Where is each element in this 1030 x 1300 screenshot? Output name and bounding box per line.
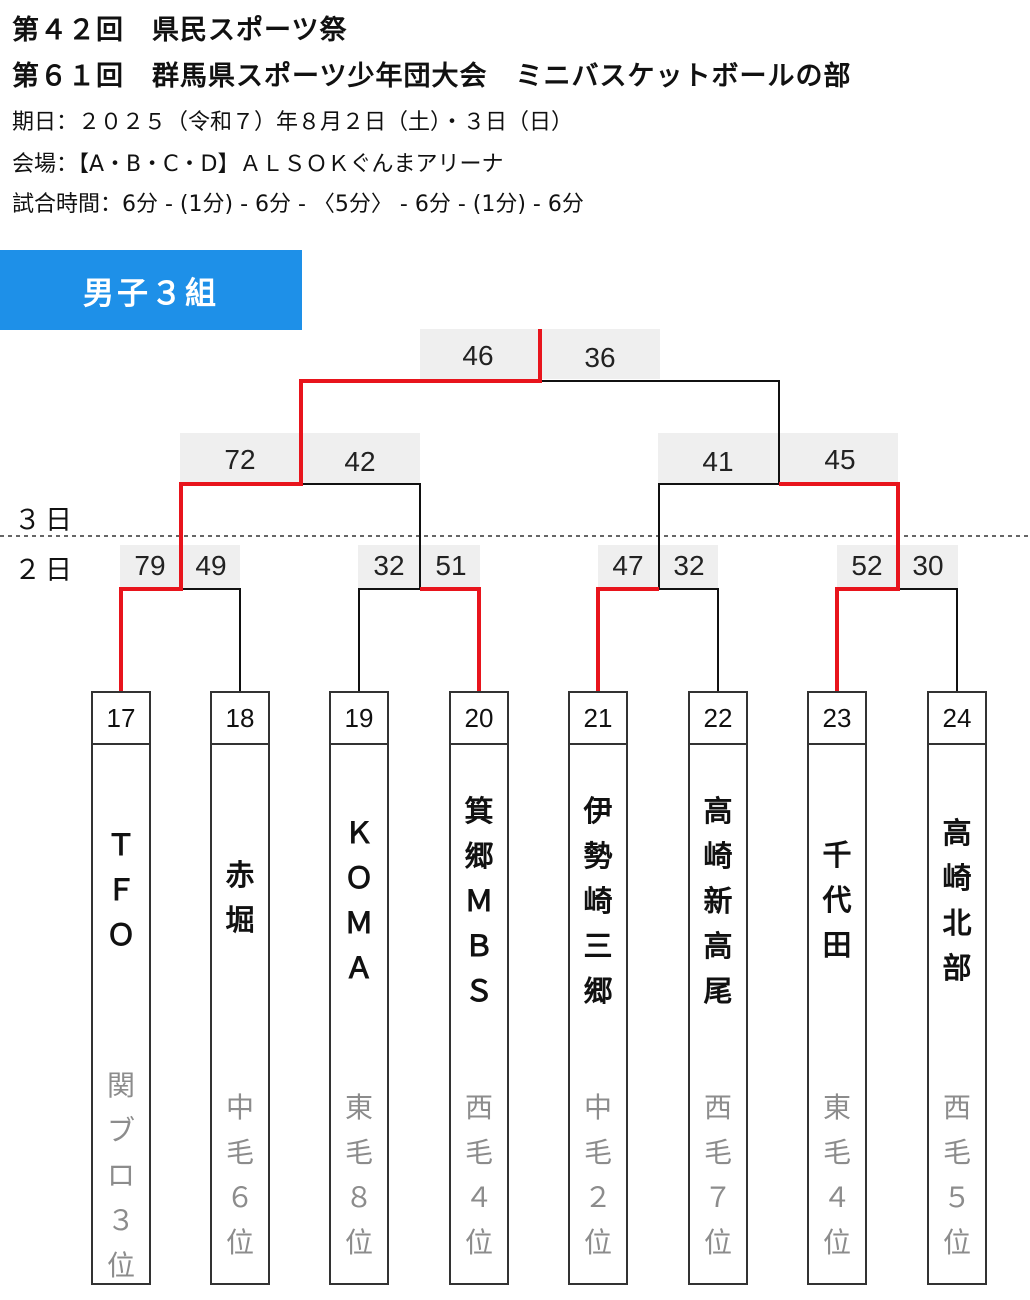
semifinal-left-score-a: 72 (224, 444, 256, 475)
r1-m1-score-a: 79 (134, 550, 166, 581)
group-label: 男子３組 (0, 250, 302, 330)
semifinal-right-score-a: 41 (702, 446, 734, 477)
title-line-1: 第４２回 県民スポーツ祭 (12, 15, 348, 46)
team-name: 赤堀 (225, 858, 255, 937)
event-venue: 会場：【A・B・C・D】ＡＬＳＯＫぐんまアリーナ (12, 152, 504, 177)
semifinal-right-score-b: 45 (824, 444, 856, 475)
event-date: 期日：２０２５（令和７）年８月２日（土）・３日（日） (12, 110, 574, 135)
day-label-3: ３日 (14, 505, 76, 536)
team-number: 18 (212, 693, 268, 745)
r1-m3-score-b: 32 (673, 550, 705, 581)
final-score-right: 36 (584, 342, 616, 373)
team-number: 19 (331, 693, 387, 745)
team-number: 21 (570, 693, 626, 745)
final-score-left: 46 (462, 340, 494, 371)
loser-path-r1-m2 (358, 588, 420, 691)
r1-m2-score-a: 32 (373, 550, 405, 581)
loser-path-r1-m1 (181, 588, 241, 691)
loser-path-r2-right (658, 483, 779, 589)
team-name: 伊勢崎三郷 (583, 794, 613, 1008)
team-number: 24 (929, 693, 985, 745)
winner-path-23 (779, 482, 900, 691)
winner-path-20 (420, 587, 481, 691)
team-name: 高崎北部 (942, 816, 972, 985)
loser-path-r1-m3 (659, 588, 719, 691)
team-number: 22 (690, 693, 746, 745)
team-number: 23 (809, 693, 865, 745)
day-label-2: ２日 (14, 555, 76, 586)
semifinal-left-score-b: 42 (344, 446, 376, 477)
winner-path-17 (119, 329, 542, 691)
r1-m4-score-a: 52 (851, 550, 883, 581)
team-name: 千代田 (822, 838, 852, 962)
team-number: 17 (93, 693, 149, 745)
winner-path-21 (596, 587, 659, 691)
game-time: 試合時間：6分 - (1分) - 6分 - 〈5分〉 - 6分 - (1分) -… (12, 192, 584, 217)
winner-paths (119, 329, 900, 691)
loser-path-r1-m4 (898, 588, 958, 691)
r1-m3-score-a: 47 (612, 550, 644, 581)
title-line-2: 第６１回 群馬県スポーツ少年団大会 ミニバスケットボールの部 (12, 61, 852, 92)
r1-m4-score-b: 30 (912, 550, 944, 581)
team-number: 20 (451, 693, 507, 745)
r1-m2-score-b: 51 (435, 550, 467, 581)
loser-path-r2-left (301, 483, 421, 589)
loser-path-final (540, 380, 780, 484)
r1-m1-score-b: 49 (195, 550, 227, 581)
team-name: 高崎新高尾 (703, 794, 733, 1008)
loser-paths (181, 380, 958, 691)
